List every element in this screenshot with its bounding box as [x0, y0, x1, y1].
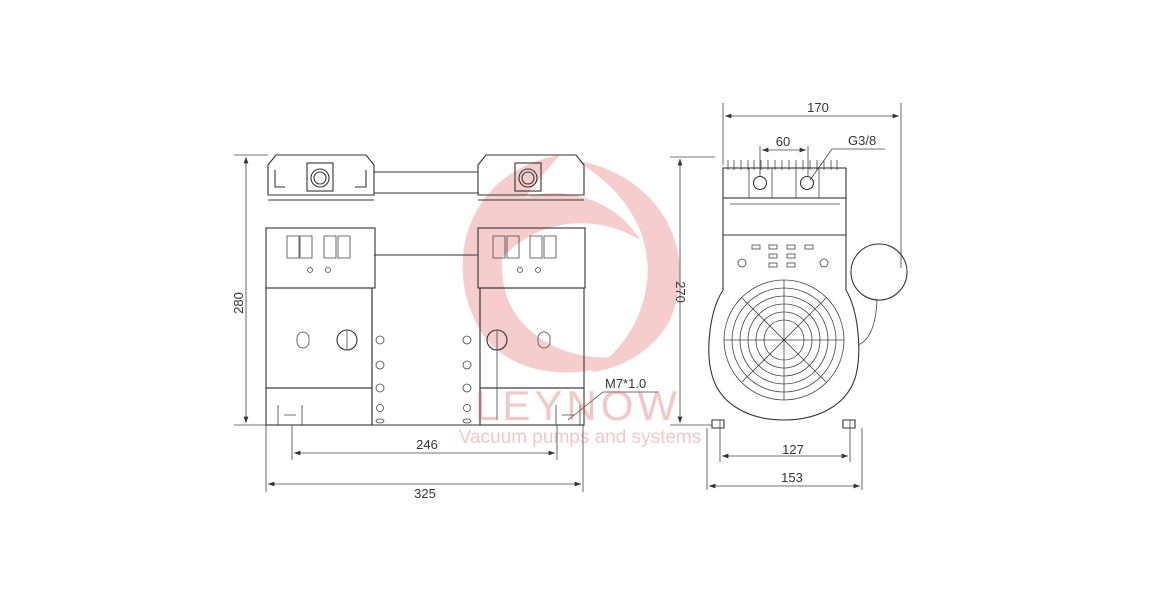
- side-dimensions: [670, 103, 902, 490]
- dim-width-170: 170: [807, 100, 829, 115]
- front-view: [265, 154, 586, 426]
- thread-label: M7*1.0: [605, 376, 646, 391]
- watermark-tagline: Vacuum pumps and systems: [459, 427, 702, 448]
- dim-width-325: 325: [414, 486, 436, 501]
- dim-base-153: 153: [781, 470, 803, 485]
- watermark-brand: LEYNOW: [475, 382, 681, 429]
- front-dimensions: [234, 154, 658, 492]
- port-thread-label: G3/8: [848, 133, 876, 148]
- dim-mount-246: 246: [416, 437, 438, 452]
- dim-port-60: 60: [776, 134, 790, 149]
- dim-height-270: 270: [673, 281, 688, 303]
- watermark-logo: [462, 155, 680, 373]
- side-view: [708, 160, 908, 429]
- dim-mount-127: 127: [782, 442, 804, 457]
- fan-grille: [723, 279, 845, 401]
- dim-height-280: 280: [231, 292, 246, 314]
- pressure-gauge: [850, 243, 908, 301]
